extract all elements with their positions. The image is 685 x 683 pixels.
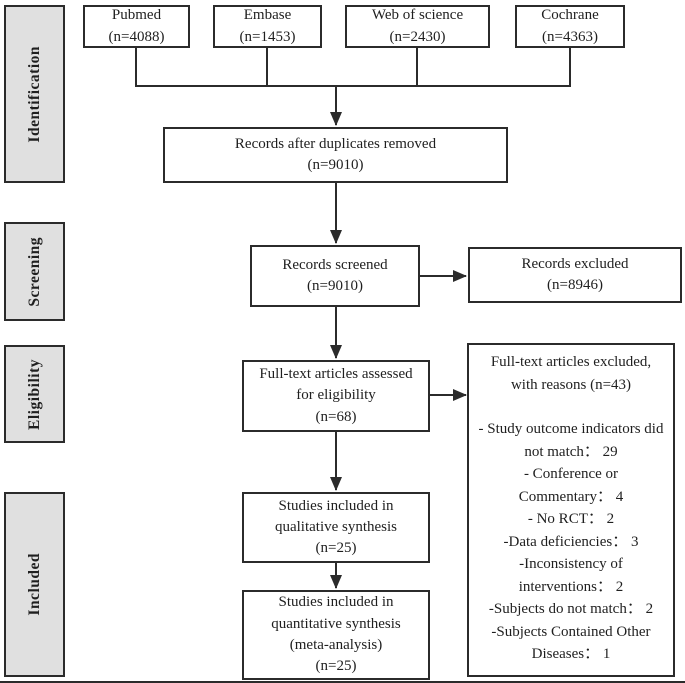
- stage-box-included: Included: [4, 492, 65, 677]
- source-name: Web of science: [371, 7, 464, 24]
- source-name: Pubmed: [111, 7, 162, 24]
- source-name: Cochrane: [541, 7, 599, 24]
- exclusion-reason: -Data deficiencies： 3: [503, 533, 639, 550]
- source-count: (n=4363): [542, 28, 598, 45]
- box-sublabel: (meta-analysis): [289, 637, 383, 653]
- box-records-screened: Records screened (n=9010): [250, 245, 420, 307]
- box-records-after-duplicates: Records after duplicates removed (n=9010…: [163, 127, 508, 183]
- stage-box-identification: Identification: [4, 5, 65, 183]
- source-count: (n=1453): [239, 28, 296, 45]
- stage-label: Identification: [25, 45, 43, 143]
- box-label: Studies included in qualitative synthesi…: [274, 497, 398, 535]
- exclusion-reason: -Subjects Contained Other Diseases： 1: [491, 623, 651, 663]
- exclusion-title: Full-text articles excluded, with reason…: [490, 354, 652, 393]
- box-label: Full-text articles assessed for eligibil…: [259, 366, 413, 404]
- exclusion-reason: - No RCT： 2: [527, 511, 615, 527]
- exclusion-reason: -Inconsistency of interventions： 2: [518, 556, 624, 595]
- box-records-excluded: Records excluded (n=8946): [468, 247, 682, 303]
- box-label: Records after duplicates removed: [234, 135, 437, 152]
- source-box-embase: Embase (n=1453): [213, 5, 322, 48]
- stage-label: Eligibility: [25, 358, 43, 430]
- source-count: (n=4088): [108, 28, 165, 45]
- stage-box-eligibility: Eligibility: [4, 345, 65, 443]
- source-count: (n=2430): [389, 28, 446, 45]
- exclusion-reason: -Subjects do not match： 2: [488, 601, 654, 617]
- box-qualitative-synthesis: Studies included in qualitative synthesi…: [242, 492, 430, 563]
- box-fulltext-excluded: Full-text articles excluded, with reason…: [467, 343, 675, 677]
- box-label: Records screened: [282, 256, 388, 273]
- box-fulltext-assessed: Full-text articles assessed for eligibil…: [242, 360, 430, 432]
- box-label: Records excluded: [521, 255, 629, 272]
- stage-label: Included: [25, 553, 43, 616]
- source-box-cochrane: Cochrane (n=4363): [515, 5, 625, 48]
- box-count: (n=68): [315, 408, 357, 425]
- source-name: Embase: [243, 7, 292, 24]
- source-box-web-of-science: Web of science (n=2430): [345, 5, 490, 48]
- box-label: Studies included in quantitative synthes…: [271, 594, 401, 632]
- stage-box-screening: Screening: [4, 222, 65, 321]
- source-box-pubmed: Pubmed (n=4088): [83, 5, 190, 48]
- stage-label: Screening: [25, 236, 43, 307]
- box-count: (n=9010): [307, 278, 363, 294]
- exclusion-reason: - Conference or Commentary： 4: [518, 466, 624, 505]
- figure-bottom-border: [0, 681, 685, 683]
- box-quantitative-synthesis: Studies included in quantitative synthes…: [242, 590, 430, 680]
- box-count: (n=8946): [547, 277, 603, 293]
- box-count: (n=25): [315, 658, 357, 675]
- box-count: (n=25): [315, 540, 357, 557]
- box-count: (n=9010): [307, 157, 364, 173]
- exclusion-reason: - Study outcome indicators did not match…: [478, 421, 664, 460]
